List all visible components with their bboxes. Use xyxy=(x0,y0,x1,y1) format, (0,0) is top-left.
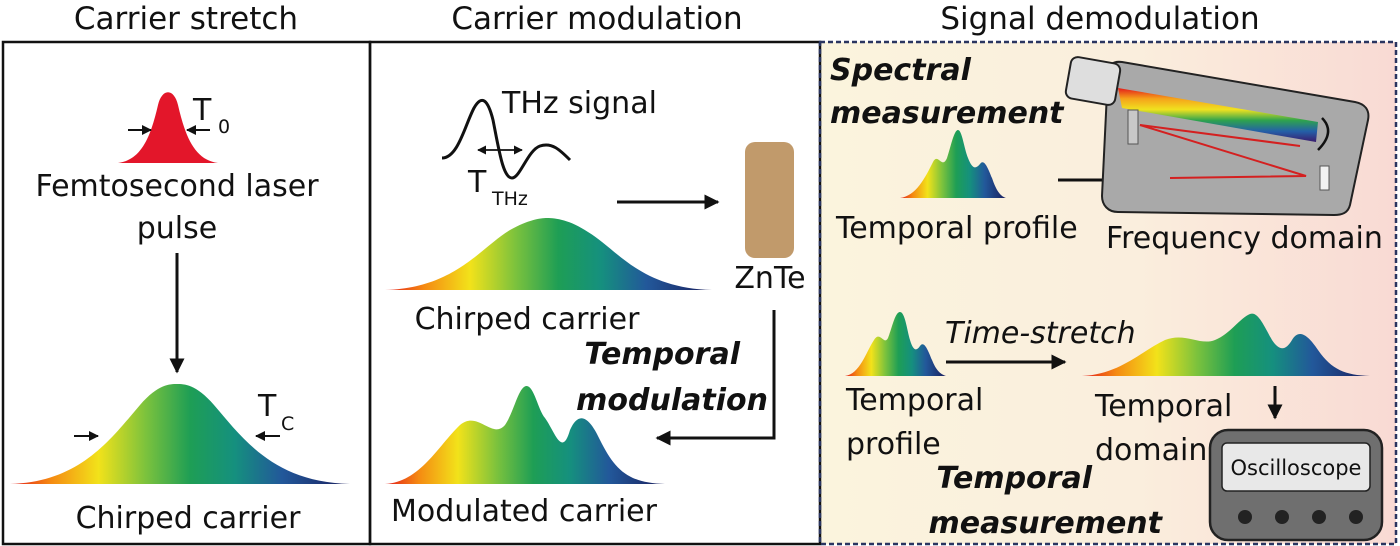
oscilloscope-screen xyxy=(1221,442,1371,492)
oscilloscope-label: Oscilloscope xyxy=(1231,456,1362,480)
znte-crystal xyxy=(745,142,794,258)
temporal-profile-label-2-line1: Temporal xyxy=(845,383,983,418)
oscilloscope-knob-4 xyxy=(1349,510,1363,524)
temporal-profile-shape-1 xyxy=(900,130,1006,198)
header-carrier-stretch: Carrier stretch xyxy=(74,1,298,37)
t0-label: T xyxy=(192,93,212,128)
oscilloscope-knob-1 xyxy=(1238,510,1252,524)
spectrometer-beam-path xyxy=(1139,124,1307,179)
tc-subscript: C xyxy=(281,413,294,435)
spectral-measurement-line2: measurement xyxy=(830,96,1065,131)
spectrometer-rainbow-beam xyxy=(1118,88,1318,142)
header-carrier-modulation: Carrier modulation xyxy=(451,1,742,37)
tthz-label: T xyxy=(467,165,487,200)
femtosecond-pulse-shape xyxy=(118,92,218,163)
znte-label: ZnTe xyxy=(734,261,805,296)
header-signal-demodulation: Signal demodulation xyxy=(940,1,1259,37)
temporal-modulation-line1: Temporal xyxy=(584,337,740,372)
tthz-subscript: THz xyxy=(491,188,528,210)
chirped-carrier-label-1: Chirped carrier xyxy=(76,501,302,536)
spectrometer-grating xyxy=(1317,117,1330,151)
modulated-carrier-label: Modulated carrier xyxy=(391,494,658,529)
spectrometer-input-port xyxy=(1064,56,1122,106)
temporal-profile-shape-2 xyxy=(845,312,946,376)
chirped-carrier-shape-1 xyxy=(10,384,350,484)
temporal-measurement-line2: measurement xyxy=(928,506,1163,541)
oscilloscope-knob-2 xyxy=(1275,510,1289,524)
signal-demodulation-panel xyxy=(818,40,1398,546)
spectrometer-mirror xyxy=(1127,109,1139,145)
temporal-profile-label-1: Temporal profile xyxy=(835,211,1078,246)
thz-signal-label: THz signal xyxy=(501,86,657,121)
time-stretch-label: Time-stretch xyxy=(945,316,1136,351)
temporal-profile-label-2-line2: profile xyxy=(846,427,941,462)
chirped-carrier-label-2: Chirped carrier xyxy=(415,302,641,337)
thz-signal-waveform xyxy=(441,98,572,180)
frequency-domain-label: Frequency domain xyxy=(1106,221,1383,256)
stretched-temporal-shape xyxy=(1082,313,1370,376)
t0-subscript: 0 xyxy=(218,116,230,138)
modulated-carrier-shape xyxy=(385,385,665,484)
femtosecond-label-line1: Femtosecond laser xyxy=(35,169,319,204)
temporal-measurement-line1: Temporal xyxy=(936,461,1092,496)
temporal-domain-label-line1: Temporal xyxy=(1094,389,1232,424)
spectral-measurement-line1: Spectral xyxy=(830,53,972,88)
chirped-carrier-shape-2 xyxy=(385,218,712,290)
spectrometer-beam-path-2 xyxy=(1139,124,1301,147)
temporal-modulation-line2: modulation xyxy=(576,383,768,418)
oscilloscope-knob-3 xyxy=(1312,510,1326,524)
femtosecond-label-line2: pulse xyxy=(137,211,217,246)
tc-label: T xyxy=(257,389,277,424)
temporal-domain-label-line2: domain xyxy=(1095,433,1207,468)
spectrometer-detector xyxy=(1319,165,1330,191)
modulation-return-arrow xyxy=(655,310,776,446)
